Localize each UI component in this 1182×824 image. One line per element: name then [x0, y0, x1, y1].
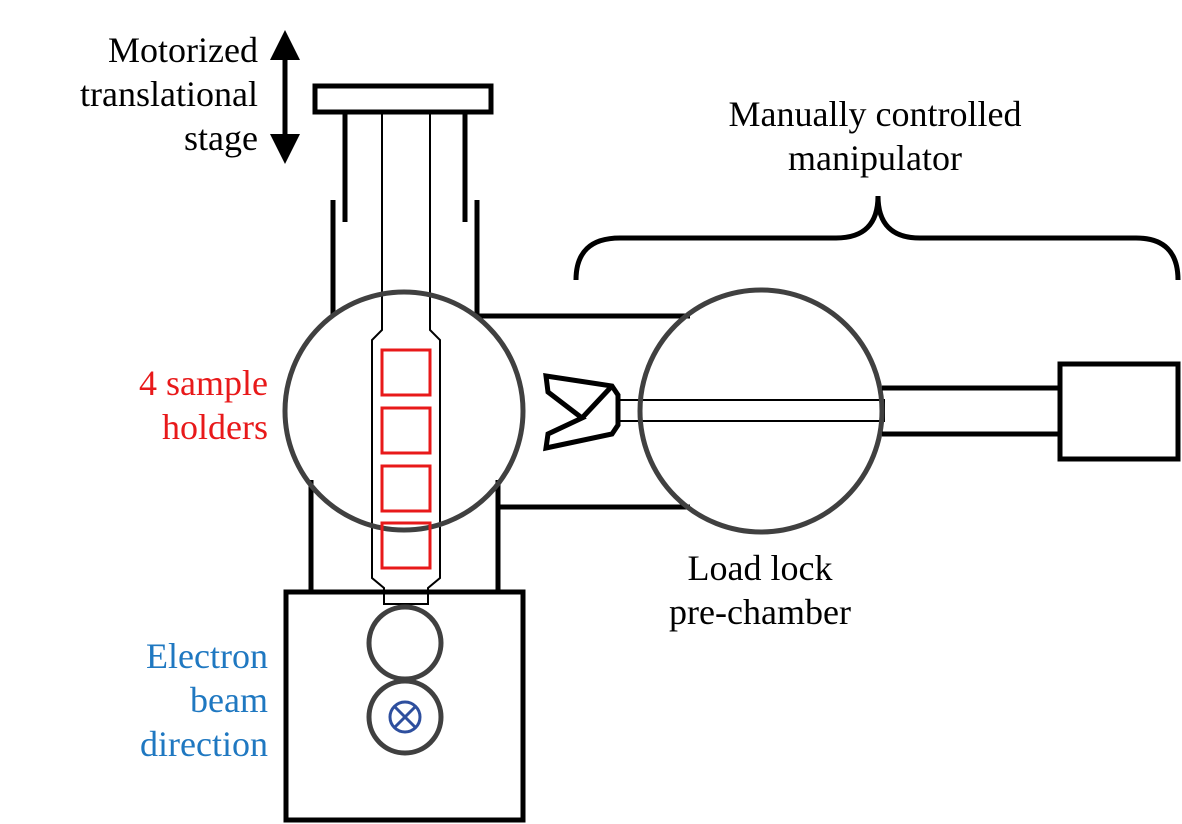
fork-joint — [580, 384, 614, 420]
manipulator-handle-box — [1057, 361, 1181, 462]
sample-holders-label: 4 sample holders — [60, 361, 268, 449]
load-lock-chamber — [637, 287, 885, 535]
circle-cross-icon — [388, 700, 422, 734]
electron-beam-label-line-2: beam — [190, 680, 268, 720]
transfer-rod — [371, 112, 441, 605]
electron-beam-label-line-1: Electron — [146, 636, 268, 676]
manipulator-rod — [617, 399, 885, 422]
load-lock-label-line-2: pre-chamber — [669, 592, 851, 632]
main-chamber — [282, 289, 526, 533]
manipulator-fork — [543, 373, 621, 452]
double-arrow-vertical-icon — [270, 30, 300, 164]
manipulator-brace — [573, 195, 1181, 281]
beam-aperture-lower — [366, 678, 444, 756]
sample-holders-label-line-1: 4 sample — [139, 363, 268, 403]
sample-holder-2 — [380, 406, 432, 455]
manipulator-label-line-1: Manually controlled — [728, 94, 1022, 134]
sample-holder-4 — [380, 521, 432, 570]
manipulator-label-line-2: manipulator — [788, 138, 962, 178]
sample-holder-3 — [380, 464, 432, 513]
electron-beam-chamber — [283, 589, 526, 823]
stage-label-line-2: translational — [80, 74, 258, 114]
electron-beam-label: Electron beam direction — [60, 634, 268, 766]
manipulator-label: Manually controlled manipulator — [660, 92, 1090, 180]
stage-label-line-1: Motorized — [108, 30, 258, 70]
load-lock-label: Load lock pre-chamber — [620, 546, 900, 634]
stage-top-plate — [312, 83, 494, 115]
sample-holders-label-line-2: holders — [162, 407, 268, 447]
stage-label-line-3: stage — [184, 118, 258, 158]
load-lock-label-line-1: Load lock — [687, 548, 833, 588]
stage-label: Motorized translational stage — [20, 28, 258, 160]
beam-aperture-upper — [366, 604, 444, 682]
electron-beam-label-line-3: direction — [140, 724, 268, 764]
sample-holder-1 — [380, 348, 432, 397]
